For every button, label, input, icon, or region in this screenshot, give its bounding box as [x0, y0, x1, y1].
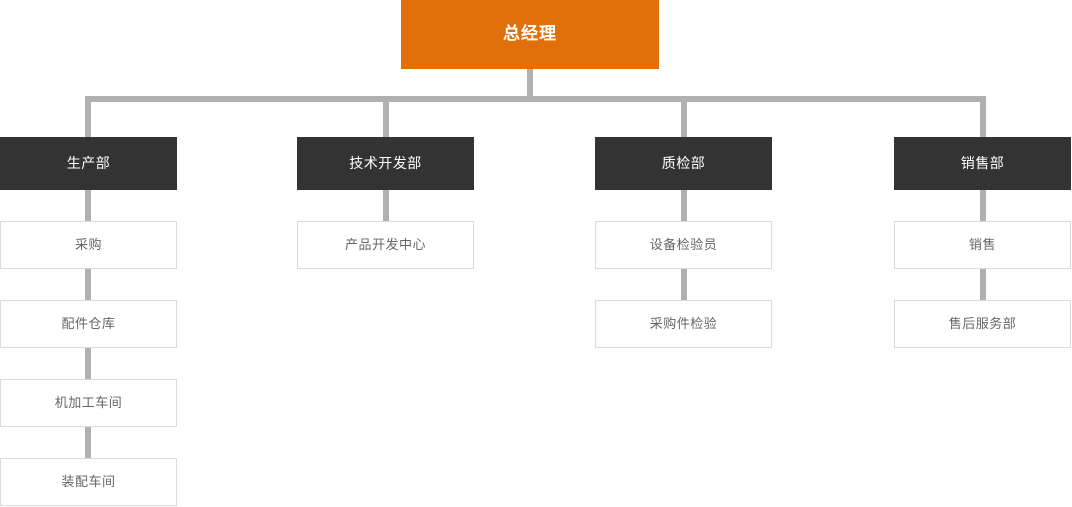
node-label: 设备检验员	[649, 237, 718, 253]
node-label: 总经理	[503, 24, 557, 44]
connector-c4-dept-to-child-1	[980, 190, 986, 221]
node-label: 技术开发部	[349, 155, 422, 172]
node-label: 销售部	[960, 155, 1005, 172]
node-label: 生产部	[66, 155, 111, 172]
node-label: 销售	[968, 237, 996, 253]
node-label: 产品开发中心	[344, 237, 426, 253]
node-sub-equipment-inspector[interactable]: 设备检验员	[595, 221, 772, 269]
node-sub-sales[interactable]: 销售	[894, 221, 1071, 269]
connector-bus-to-dept-3	[681, 96, 687, 137]
connector-c1-child-2-to-3	[85, 348, 91, 379]
connector-bus-to-dept-4	[980, 96, 986, 137]
node-dept-sales[interactable]: 销售部	[894, 137, 1071, 190]
connector-bus-to-dept-2	[383, 96, 389, 137]
connector-root-down	[527, 69, 533, 102]
node-sub-machining-workshop[interactable]: 机加工车间	[0, 379, 177, 427]
connector-c1-dept-to-child-1	[85, 190, 91, 221]
node-sub-purchased-parts-inspection[interactable]: 采购件检验	[595, 300, 772, 348]
connector-c1-child-3-to-4	[85, 427, 91, 458]
node-sub-assembly-workshop[interactable]: 装配车间	[0, 458, 177, 506]
connector-c3-child-1-to-2	[681, 269, 687, 300]
connector-c4-child-1-to-2	[980, 269, 986, 300]
node-sub-after-sales-service[interactable]: 售后服务部	[894, 300, 1071, 348]
node-dept-production[interactable]: 生产部	[0, 137, 177, 190]
node-label: 采购件检验	[649, 316, 718, 332]
node-label: 质检部	[661, 155, 706, 172]
connector-bus-to-dept-1	[85, 96, 91, 137]
node-label: 装配车间	[61, 474, 116, 490]
connector-c3-dept-to-child-1	[681, 190, 687, 221]
node-sub-procurement[interactable]: 采购	[0, 221, 177, 269]
node-dept-quality-inspection[interactable]: 质检部	[595, 137, 772, 190]
node-root-general-manager[interactable]: 总经理	[401, 0, 659, 69]
node-label: 售后服务部	[948, 316, 1017, 332]
node-sub-parts-warehouse[interactable]: 配件仓库	[0, 300, 177, 348]
node-label: 采购	[74, 237, 102, 253]
node-label: 配件仓库	[61, 316, 116, 332]
node-label: 机加工车间	[54, 395, 123, 411]
connector-c2-dept-to-child-1	[383, 190, 389, 221]
node-sub-product-development-center[interactable]: 产品开发中心	[297, 221, 474, 269]
connector-horizontal-bus	[85, 96, 986, 102]
node-dept-technology-development[interactable]: 技术开发部	[297, 137, 474, 190]
connector-c1-child-1-to-2	[85, 269, 91, 300]
